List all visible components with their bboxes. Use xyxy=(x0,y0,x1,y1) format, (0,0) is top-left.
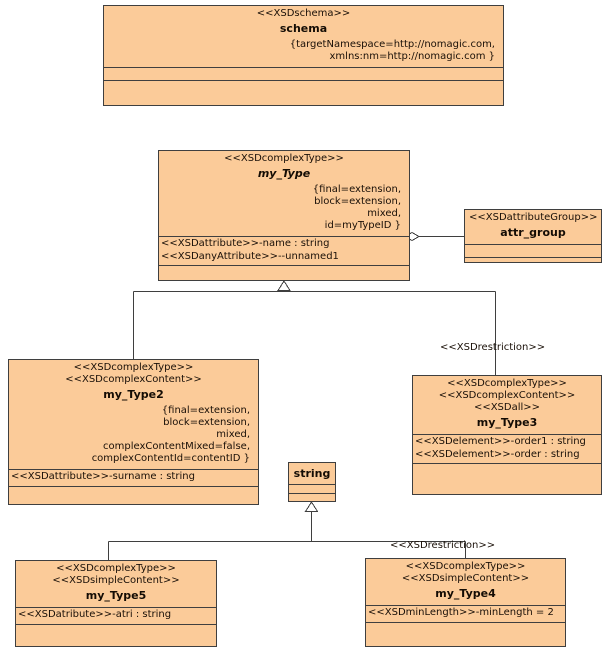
edge-label-restriction-my-type4: <<XSDrestriction>> xyxy=(390,540,496,551)
class-properties: {final=extension, block=extension, mixed… xyxy=(312,184,401,231)
class-header-my-type5: <<XSDcomplexType>> <<XSDsimpleContent>> … xyxy=(16,561,216,607)
class-name-label: my_Type4 xyxy=(435,587,496,600)
class-name-label: my_Type3 xyxy=(476,416,538,429)
class-box-attr-group[interactable]: <<XSDattributeGroup>> attr_group xyxy=(464,209,602,263)
stereotype-label: <<XSDcomplexType>> xyxy=(447,378,567,389)
class-box-my-type[interactable]: <<XSDcomplexType>> my_Type {final=extens… xyxy=(158,150,410,281)
stereotype-label: <<XSDcomplexType>> xyxy=(56,563,176,574)
class-box-schema[interactable]: <<XSDschema>> schema {targetNamespace=ht… xyxy=(103,5,504,106)
class-box-my-type4[interactable]: <<XSDcomplexType>> <<XSDsimpleContent>> … xyxy=(365,558,566,647)
stereotype-label: <<XSDcomplexContent>> xyxy=(65,374,202,385)
edge-label-restriction-my-type3: <<XSDrestriction>> xyxy=(440,342,546,353)
class-name-label: string xyxy=(293,467,331,480)
attribute-row: <<XSDminLength>>-minLength = 2 xyxy=(368,607,554,618)
operations-compartment-my-type4 xyxy=(366,621,565,641)
operations-compartment-my-type2 xyxy=(9,485,258,503)
class-name-label: my_Type5 xyxy=(85,589,147,602)
class-properties: {final=extension, block=extension, mixed… xyxy=(91,405,250,464)
stereotype-label: <<XSDsimpleContent>> xyxy=(52,575,180,586)
stereotype-label: <<XSDcomplexContent>> xyxy=(438,390,576,401)
attributes-compartment-my-type2: <<XSDattribute>>-surname : string xyxy=(9,469,258,486)
attributes-compartment-string xyxy=(289,484,335,493)
class-name-label: schema xyxy=(279,22,328,35)
operations-compartment-string xyxy=(289,493,335,502)
attributes-compartment-my-type5: <<XSDatribute>>-atri : string xyxy=(16,607,216,624)
attributes-compartment-my-type4: <<XSDminLength>>-minLength = 2 xyxy=(366,605,565,622)
operations-compartment-my-type5 xyxy=(16,623,216,643)
attributes-compartment-my-type3: <<XSDelement>>-order1 : string <<XSDelem… xyxy=(413,434,601,463)
stereotype-label: <<XSDattributeGroup>> xyxy=(469,212,598,223)
class-name-label: attr_group xyxy=(500,226,566,239)
class-name-label: my_Type xyxy=(257,167,311,180)
class-header-my-type3: <<XSDcomplexType>> <<XSDcomplexContent>>… xyxy=(413,376,601,434)
attribute-row: <<XSDelement>>-order : string xyxy=(415,448,580,460)
class-header-my-type2: <<XSDcomplexType>> <<XSDcomplexContent>>… xyxy=(9,360,258,469)
operations-compartment-my-type xyxy=(159,265,409,278)
stereotype-label: <<XSDschema>> xyxy=(256,8,351,19)
attribute-row: <<XSDelement>>-order1 : string xyxy=(415,436,586,447)
stereotype-label: <<XSDall>> xyxy=(473,402,541,413)
attribute-row: <<XSDattribute>>-surname : string xyxy=(11,471,195,482)
operations-compartment-my-type3 xyxy=(413,463,601,485)
attribute-row: <<XSDatribute>>-atri : string xyxy=(18,609,172,620)
class-header-string: string xyxy=(289,463,335,484)
stereotype-label: <<XSDsimpleContent>> xyxy=(401,573,530,584)
class-box-my-type2[interactable]: <<XSDcomplexType>> <<XSDcomplexContent>>… xyxy=(8,359,259,505)
class-header-attr-group: <<XSDattributeGroup>> attr_group xyxy=(465,210,601,244)
attribute-row: <<XSDattribute>>-name : string xyxy=(161,238,330,249)
class-header-my-type4: <<XSDcomplexType>> <<XSDsimpleContent>> … xyxy=(366,559,565,605)
generalization-arrow-mytype xyxy=(277,280,291,291)
attributes-compartment-schema xyxy=(104,67,503,80)
class-name-label: my_Type2 xyxy=(103,388,164,401)
generalization-arrow-string xyxy=(304,501,319,512)
class-box-my-type3[interactable]: <<XSDcomplexType>> <<XSDcomplexContent>>… xyxy=(412,375,602,495)
class-header-schema: <<XSDschema>> schema {targetNamespace=ht… xyxy=(104,6,503,67)
class-header-my-type: <<XSDcomplexType>> my_Type {final=extens… xyxy=(159,151,409,236)
stereotype-label: <<XSDcomplexType>> xyxy=(224,153,344,164)
operations-compartment-schema xyxy=(104,80,503,102)
attributes-compartment-attr-group xyxy=(465,244,601,257)
class-properties: {targetNamespace=http://nomagic.com, xml… xyxy=(289,39,495,62)
attributes-compartment-my-type: <<XSDattribute>>-name : string <<XSDanyA… xyxy=(159,236,409,265)
attribute-row: <<XSDanyAttribute>>--unnamed1 xyxy=(161,250,339,262)
stereotype-label: <<XSDcomplexType>> xyxy=(73,362,194,373)
class-box-string[interactable]: string xyxy=(288,462,336,502)
class-box-my-type5[interactable]: <<XSDcomplexType>> <<XSDsimpleContent>> … xyxy=(15,560,217,647)
stereotype-label: <<XSDcomplexType>> xyxy=(405,561,526,572)
operations-compartment-attr-group xyxy=(465,257,601,270)
